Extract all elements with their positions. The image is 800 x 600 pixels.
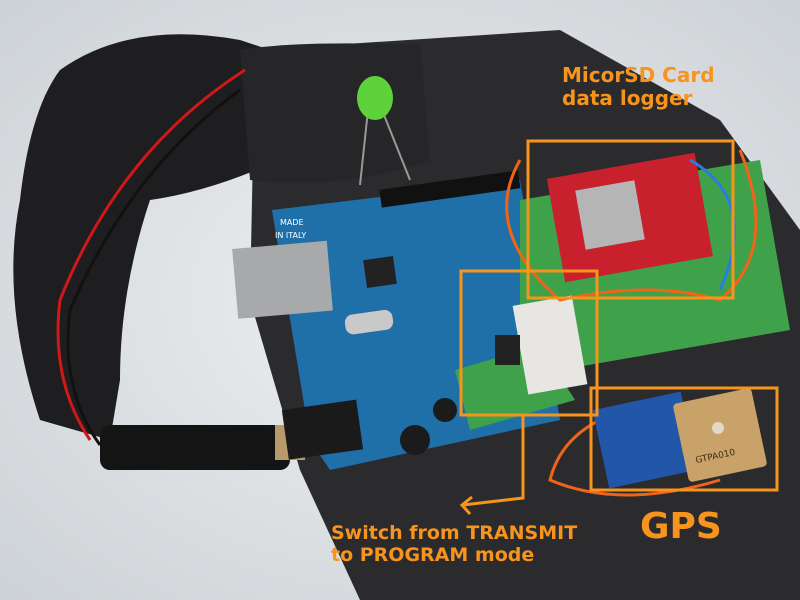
gps-board [592, 391, 698, 489]
made-text: MADE [280, 218, 304, 227]
switch-arrow-line [462, 415, 525, 507]
battery-cover [240, 43, 430, 183]
switch-label: Switch from TRANSMIT to PROGRAM mode [331, 522, 578, 567]
black-wire [66, 88, 241, 446]
sd-card-label: MicorSD Card data logger [562, 64, 715, 110]
led-leg [381, 109, 411, 181]
sd-slot [575, 180, 645, 250]
switch-label-line2: to PROGRAM mode [331, 543, 535, 566]
switch-highlight-box [459, 269, 599, 417]
chip [363, 256, 397, 288]
in-italy-text: IN ITALY [275, 231, 306, 240]
usb-port [232, 240, 333, 319]
battery-pack [13, 34, 300, 441]
gps-label: GPS [640, 506, 722, 547]
sd-highlight-box [526, 139, 735, 300]
orange-wire [505, 149, 758, 302]
header-pins [379, 170, 521, 208]
green-led [357, 76, 393, 120]
switch-label-line1: Switch from TRANSMIT [331, 522, 578, 544]
gps-antenna [673, 388, 767, 482]
sd-label-line2: data logger [562, 86, 693, 110]
orange-wire [548, 418, 721, 497]
arrow-head-icon [459, 495, 473, 515]
red-wire [56, 68, 246, 441]
switch-lever [495, 335, 520, 365]
barrel-plug [100, 425, 290, 470]
antenna-feed [712, 422, 724, 434]
gps-highlight-box [589, 386, 779, 492]
switch-body [512, 295, 588, 395]
led-leg [359, 109, 369, 186]
dc-jack [281, 399, 364, 460]
sd-label-line1: MicorSD Card [562, 63, 715, 87]
crystal [344, 309, 394, 335]
capacitor [433, 398, 457, 422]
capacitor [400, 425, 430, 455]
